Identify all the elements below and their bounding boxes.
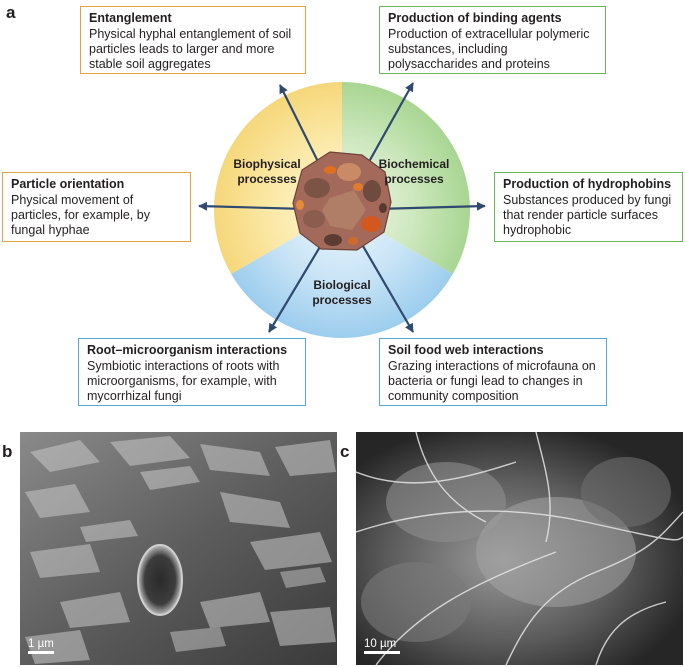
box-root-desc: Symbiotic interactions of roots with mic… <box>87 359 280 403</box>
box-entanglement-desc: Physical hyphal entanglement of soil par… <box>89 27 292 71</box>
box-binding-title: Production of binding agents <box>388 11 562 25</box>
micrograph-c-image <box>356 432 683 665</box>
micrograph-b: 1 µm <box>20 432 337 665</box>
scalebar-b-label: 1 µm <box>28 638 54 650</box>
scalebar-b: 1 µm <box>28 638 54 654</box>
box-root-title: Root–microorganism interactions <box>87 343 288 357</box>
process-diagram <box>198 82 486 338</box>
soil-aggregate <box>292 151 392 251</box>
box-particle-orientation: Particle orientation Physical movement o… <box>2 172 191 242</box>
label-biophysical-text: Biophysical processes <box>233 157 301 186</box>
box-foodweb-title: Soil food web interactions <box>388 343 544 357</box>
box-entanglement-title: Entanglement <box>89 11 172 25</box>
panel-label-a: a <box>6 3 16 22</box>
box-binding-desc: Production of extracellular polymeric su… <box>388 27 590 71</box>
label-biochemical-processes: Biochemical processes <box>372 157 456 187</box>
micrograph-c: 10 µm <box>356 432 683 665</box>
panel-label-c: c <box>340 442 350 461</box>
label-biological-processes: Biological processes <box>300 278 384 308</box>
box-binding-agents: Production of binding agents Production … <box>379 6 606 74</box>
label-biochemical-text: Biochemical processes <box>378 157 450 186</box>
label-biological-text: Biological processes <box>312 278 372 307</box>
scalebar-c-label: 10 µm <box>364 638 397 650</box>
box-hydrophobins: Production of hydrophobins Substances pr… <box>494 172 683 242</box>
box-orientation-desc: Physical movement of particles, for exam… <box>11 193 150 237</box>
box-hydrophobins-desc: Substances produced by fungi that render… <box>503 193 672 237</box>
scalebar-b-bar <box>28 651 54 654</box>
micrograph-b-image <box>20 432 337 665</box>
box-foodweb-desc: Grazing interactions of microfauna on ba… <box>388 359 596 403</box>
panel-label-b: b <box>2 442 13 461</box>
label-biophysical-processes: Biophysical processes <box>227 157 307 187</box>
box-root-microorganism: Root–microorganism interactions Symbioti… <box>78 338 306 406</box>
box-orientation-title: Particle orientation <box>11 177 125 191</box>
box-soil-food-web: Soil food web interactions Grazing inter… <box>379 338 607 406</box>
scalebar-c-bar <box>364 651 400 654</box>
box-hydrophobins-title: Production of hydrophobins <box>503 177 672 191</box>
scalebar-c: 10 µm <box>364 638 400 654</box>
box-entanglement: Entanglement Physical hyphal entanglemen… <box>80 6 306 74</box>
